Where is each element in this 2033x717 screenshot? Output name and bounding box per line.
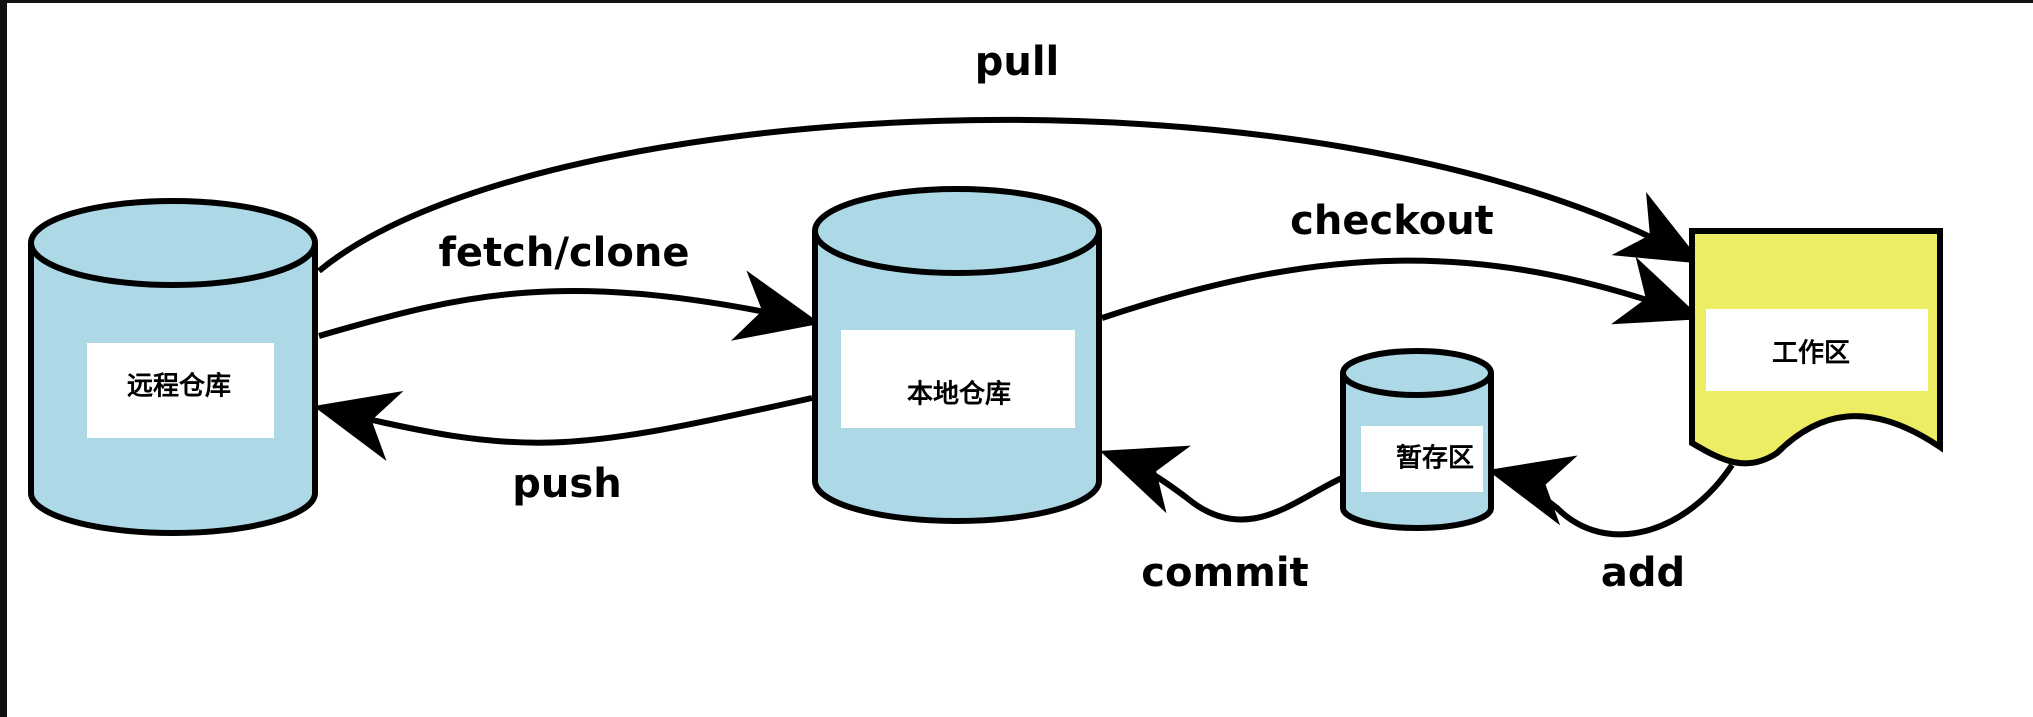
git-workflow-diagram: 远程仓库 本地仓库 暂存区 工作区 pull fetch/clone push …	[28, 39, 1943, 596]
pull-label: pull	[975, 39, 1060, 85]
staging-area-label: 暂存区	[1396, 443, 1474, 474]
commit-label: commit	[1141, 550, 1308, 596]
staging-area: 暂存区	[1340, 348, 1494, 531]
pull-arrow	[317, 116, 1703, 274]
remote-repository-top	[28, 198, 318, 288]
add-arrow	[1487, 455, 1735, 538]
commit-arrow	[1099, 445, 1344, 523]
remote-repository-label-box	[87, 343, 274, 438]
local-repository-top	[812, 186, 1102, 276]
add-label: add	[1601, 550, 1685, 596]
remote-repository: 远程仓库	[28, 198, 318, 536]
workspace-label: 工作区	[1772, 339, 1850, 369]
local-repository-label: 本地仓库	[907, 379, 1011, 410]
workspace-label-box	[1706, 309, 1928, 391]
remote-repository-label: 远程仓库	[127, 371, 231, 402]
checkout-label: checkout	[1290, 198, 1494, 244]
fetch-clone-arrow	[318, 270, 821, 341]
staging-area-label-box	[1361, 426, 1483, 492]
workspace: 工作区	[1689, 228, 1943, 467]
staging-area-top	[1340, 348, 1494, 398]
local-repository-label-box	[841, 330, 1075, 428]
checkout-arrow	[1101, 256, 1703, 325]
fetch-clone-label: fetch/clone	[439, 230, 690, 276]
push-label: push	[512, 461, 621, 507]
local-repository: 本地仓库	[812, 186, 1102, 524]
push-arrow	[313, 390, 813, 461]
